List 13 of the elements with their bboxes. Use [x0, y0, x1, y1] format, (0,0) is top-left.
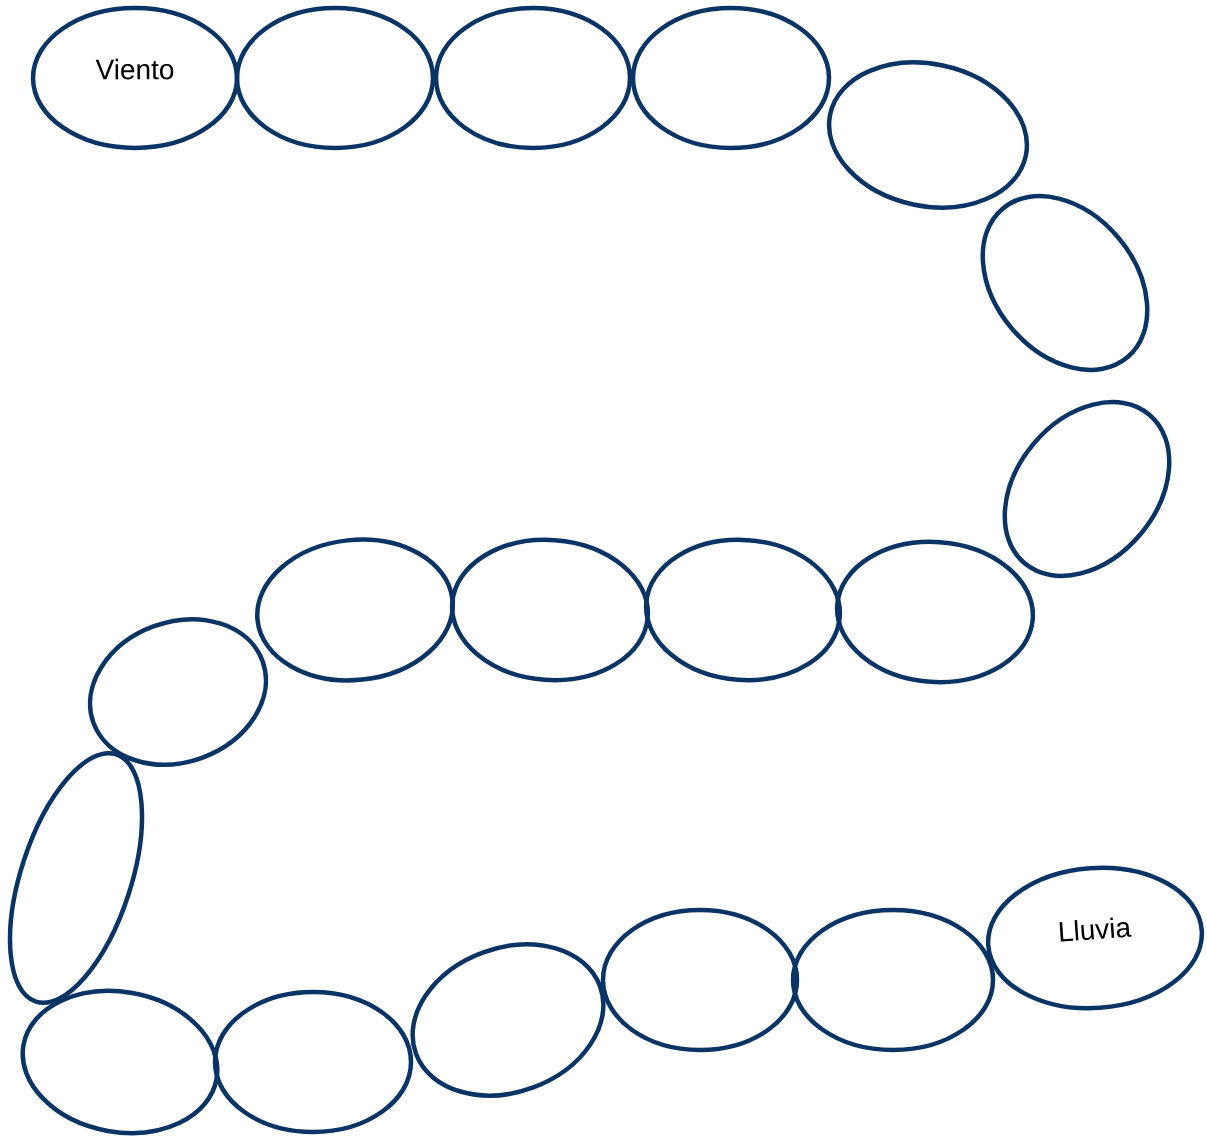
oval — [450, 537, 650, 683]
oval — [20, 988, 220, 1136]
oval — [600, 907, 800, 1053]
oval — [234, 5, 436, 151]
oval: Viento — [30, 5, 240, 151]
oval: Lluvia — [986, 865, 1204, 1011]
oval — [433, 5, 633, 151]
oval — [630, 5, 832, 151]
oval — [255, 537, 455, 683]
oval — [644, 537, 842, 683]
oval — [790, 907, 996, 1053]
oval — [212, 989, 414, 1135]
oval — [835, 539, 1035, 685]
